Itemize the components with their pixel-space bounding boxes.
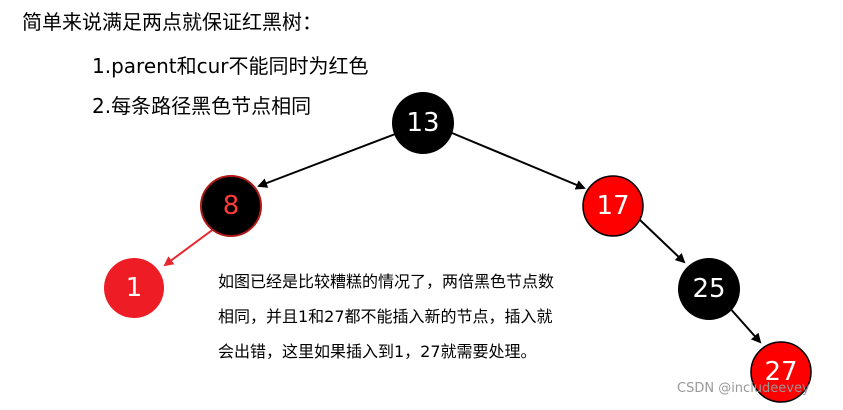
edge-8-1 (163, 227, 216, 267)
node-17-circle (582, 175, 644, 237)
node-13-label: 13 (406, 108, 439, 138)
node-8-label: 8 (223, 191, 240, 221)
edge-17-25 (639, 219, 686, 264)
edge-13-17 (451, 132, 586, 190)
edge-13-8 (257, 132, 399, 188)
intro-text: 简单来说满足两点就保证红黑树： (22, 10, 322, 34)
rule-1: 1.parent和cur不能同时为红色 (92, 54, 369, 78)
node-1-label: 1 (126, 273, 143, 303)
node-27-circle (750, 341, 812, 403)
node-25-label: 25 (692, 274, 725, 304)
node-27-label: 27 (764, 357, 797, 387)
node-25-circle (678, 258, 740, 320)
note-line-3: 会出错，这里如果插入到1，27就需要处理。 (218, 342, 537, 361)
node-8-circle (200, 175, 262, 237)
node-27: 27 (750, 341, 812, 403)
note-line-2: 相同，并且1和27都不能插入新的节点，插入就 (218, 307, 553, 326)
node-13: 13 (392, 92, 454, 154)
csdn-watermark: CSDN @includeevey (677, 381, 810, 396)
node-25: 25 (678, 258, 740, 320)
rule-2: 2.每条路径黑色节点相同 (92, 94, 312, 118)
note-line-1: 如图已经是比较糟糕的情况了，两倍黑色节点数 (218, 272, 555, 291)
node-1: 1 (104, 258, 164, 318)
node-1-circle (104, 258, 164, 318)
node-17: 17 (582, 175, 644, 237)
node-13-circle (392, 92, 454, 154)
node-17-label: 17 (596, 191, 629, 221)
edge-25-27 (727, 305, 762, 344)
node-8: 8 (200, 175, 262, 237)
